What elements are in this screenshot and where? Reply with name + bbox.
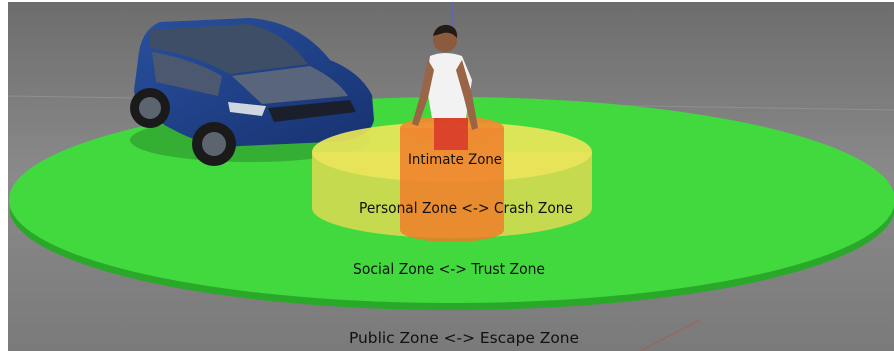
personal-zone-label: Personal Zone <-> Crash Zone bbox=[359, 199, 573, 217]
car-wheel-rear-rim bbox=[139, 97, 161, 119]
person-arm-right bbox=[456, 60, 478, 130]
car-windshield bbox=[232, 66, 348, 104]
person bbox=[412, 24, 478, 150]
social-zone-label: Social Zone <-> Trust Zone bbox=[353, 260, 545, 278]
person-arm-left bbox=[412, 60, 434, 126]
car-wheel-front-rim bbox=[202, 132, 226, 156]
person-legs bbox=[434, 118, 468, 150]
person-hair bbox=[433, 24, 458, 38]
car-headlight bbox=[228, 102, 266, 116]
car bbox=[130, 18, 374, 166]
car-side-window bbox=[152, 52, 222, 96]
public-zone-label: Public Zone <-> Escape Zone bbox=[349, 329, 579, 347]
car-roof-window bbox=[150, 24, 308, 74]
red-axis-line bbox=[639, 319, 701, 351]
intimate-zone-label: Intimate Zone bbox=[408, 152, 502, 168]
intimate-zone-side bbox=[400, 128, 504, 242]
car-grille bbox=[268, 100, 356, 122]
